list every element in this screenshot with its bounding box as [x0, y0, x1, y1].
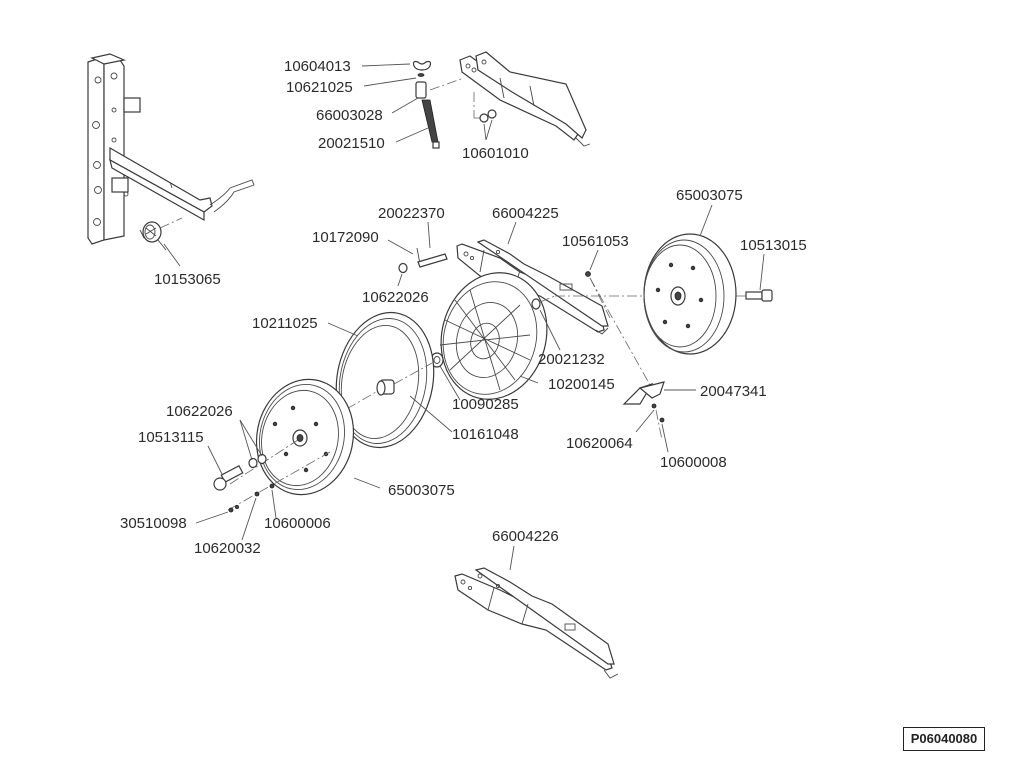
- callout-10601010: 10601010: [462, 145, 529, 162]
- gauge-wheel-upper: [643, 233, 737, 355]
- callout-65003075-lower: 65003075: [388, 482, 455, 499]
- callout-10513015: 10513015: [740, 237, 807, 254]
- callout-30510098: 30510098: [120, 515, 187, 532]
- callout-10600006: 10600006: [264, 515, 331, 532]
- callout-10200145: 10200145: [548, 376, 615, 393]
- wheel-disc: [439, 272, 548, 400]
- spacer-20021232: [531, 295, 556, 310]
- pivot-pin: [417, 253, 448, 268]
- leader-lines: [163, 63, 765, 571]
- upper-arm-assembly: [429, 51, 591, 147]
- bolt-10561053: [585, 271, 655, 393]
- scraper-bracket: [622, 381, 665, 441]
- callout-10622026-lower: 10622026: [166, 403, 233, 420]
- callout-66003028: 66003028: [316, 107, 383, 124]
- gauge-wheel-arm-left: [454, 567, 619, 679]
- callout-10620032: 10620032: [194, 540, 261, 557]
- callout-20021510: 20021510: [318, 135, 385, 152]
- callout-10621025: 10621025: [286, 79, 353, 96]
- callout-10561053: 10561053: [562, 233, 629, 250]
- callout-20022370: 20022370: [378, 205, 445, 222]
- washer-10622026-upper: [398, 262, 408, 274]
- callout-10604013: 10604013: [284, 58, 351, 75]
- callout-10172090: 10172090: [312, 229, 379, 246]
- lower-hardware: [213, 439, 331, 513]
- callout-10161048: 10161048: [452, 426, 519, 443]
- nuts-pair: [479, 109, 497, 123]
- callout-66004225: 66004225: [492, 205, 559, 222]
- drawing-reference-code: P06040080: [903, 727, 985, 751]
- callout-20047341: 20047341: [700, 383, 767, 400]
- callout-20021232: 20021232: [538, 351, 605, 368]
- torsion-spring: [139, 217, 183, 251]
- callout-65003075-upper: 65003075: [676, 187, 743, 204]
- wing-nut: [412, 60, 432, 71]
- callout-10153065: 10153065: [154, 271, 221, 288]
- frame-bracket: [87, 53, 255, 245]
- callout-10622026-upper: 10622026: [362, 289, 429, 306]
- callout-66004226: 66004226: [492, 528, 559, 545]
- adjuster-sleeve: [415, 73, 427, 99]
- callout-10211025: 10211025: [252, 315, 318, 332]
- callout-10090285: 10090285: [452, 396, 519, 413]
- callout-labels: 10604013 10621025 66003028 20021510 1060…: [120, 58, 807, 557]
- gauge-wheel-lower: [255, 378, 355, 496]
- threaded-rod: [421, 99, 440, 149]
- callout-10600008: 10600008: [660, 454, 727, 471]
- hub-bolt-upper: [745, 289, 773, 302]
- callout-10513115: 10513115: [138, 429, 204, 446]
- callout-10620064: 10620064: [566, 435, 633, 452]
